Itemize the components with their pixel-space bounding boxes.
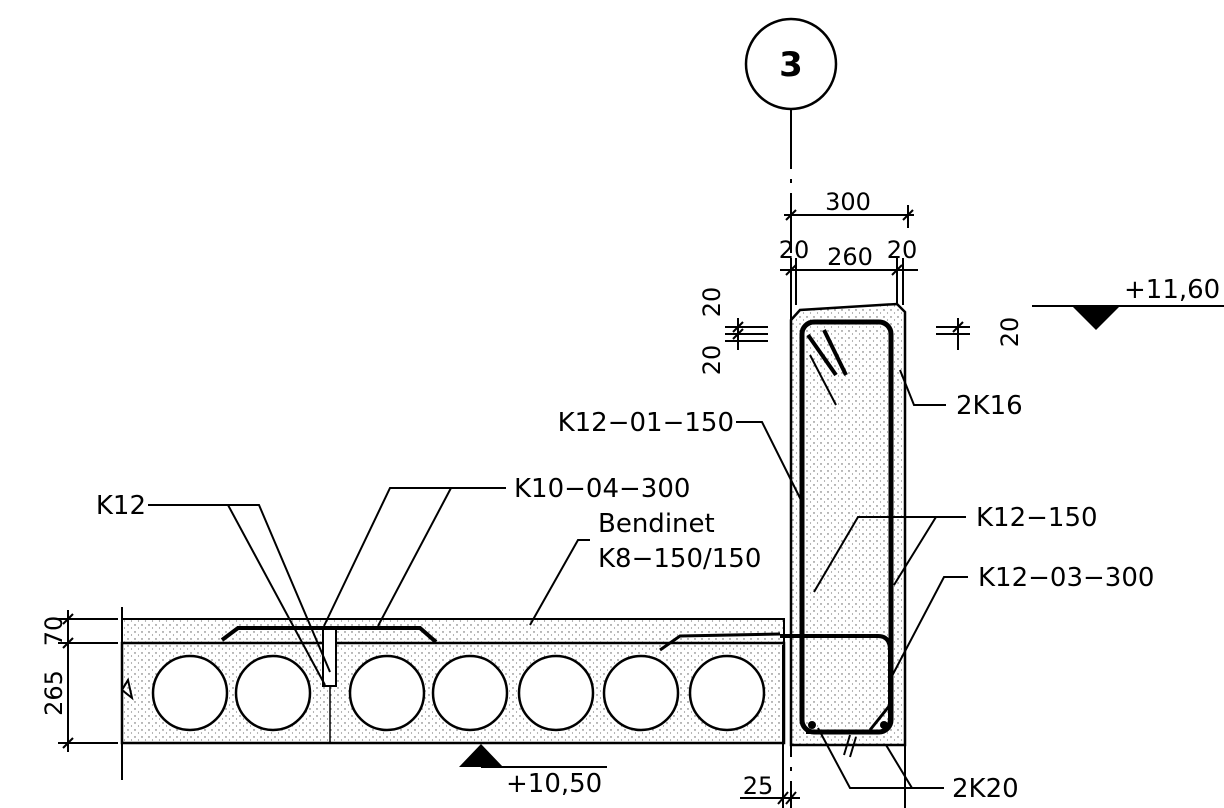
dim-wall-core: 260 <box>827 243 873 271</box>
slab-thickness-dimension <box>58 610 118 752</box>
dim-cover-right: 20 <box>887 236 918 264</box>
top-left-dimension <box>725 318 768 350</box>
grid-label: 3 <box>779 45 803 85</box>
label-bendinet: Bendinet <box>598 509 715 539</box>
concrete-wall <box>789 302 907 747</box>
label-k12-01-150: K12−01−150 <box>558 408 734 438</box>
label-k10-04-300: K10−04−300 <box>514 474 690 504</box>
label-k12-150: K12−150 <box>976 503 1098 533</box>
level-marker-slab <box>459 744 607 768</box>
wall-lines-below <box>740 645 906 808</box>
level-top-label: +11,60 <box>1124 275 1220 305</box>
dim-top-right: 20 <box>996 317 1024 348</box>
dim-cover-left: 20 <box>779 236 810 264</box>
dim-top-left-lower: 20 <box>698 345 726 376</box>
dim-top-left-upper: 20 <box>698 287 726 318</box>
slab-topping <box>121 618 785 644</box>
leader-lines <box>148 354 968 789</box>
label-2k20: 2K20 <box>952 774 1019 804</box>
hollow-core-slab <box>120 607 892 780</box>
label-k8-150-150: K8−150/150 <box>598 544 761 574</box>
label-2k16: 2K16 <box>956 391 1023 421</box>
dim-slab: 265 <box>40 670 68 716</box>
wall-dimensions <box>780 205 918 305</box>
dim-bottom-offset: 25 <box>743 772 774 800</box>
label-k12: K12 <box>96 491 146 521</box>
label-k12-03-300: K12−03−300 <box>978 563 1154 593</box>
level-marker-top <box>1032 305 1224 330</box>
dim-wall-width: 300 <box>825 188 871 216</box>
top-right-dimension <box>936 318 970 350</box>
level-slab-label: +10,50 <box>506 769 602 799</box>
dim-topping: 70 <box>40 616 68 647</box>
